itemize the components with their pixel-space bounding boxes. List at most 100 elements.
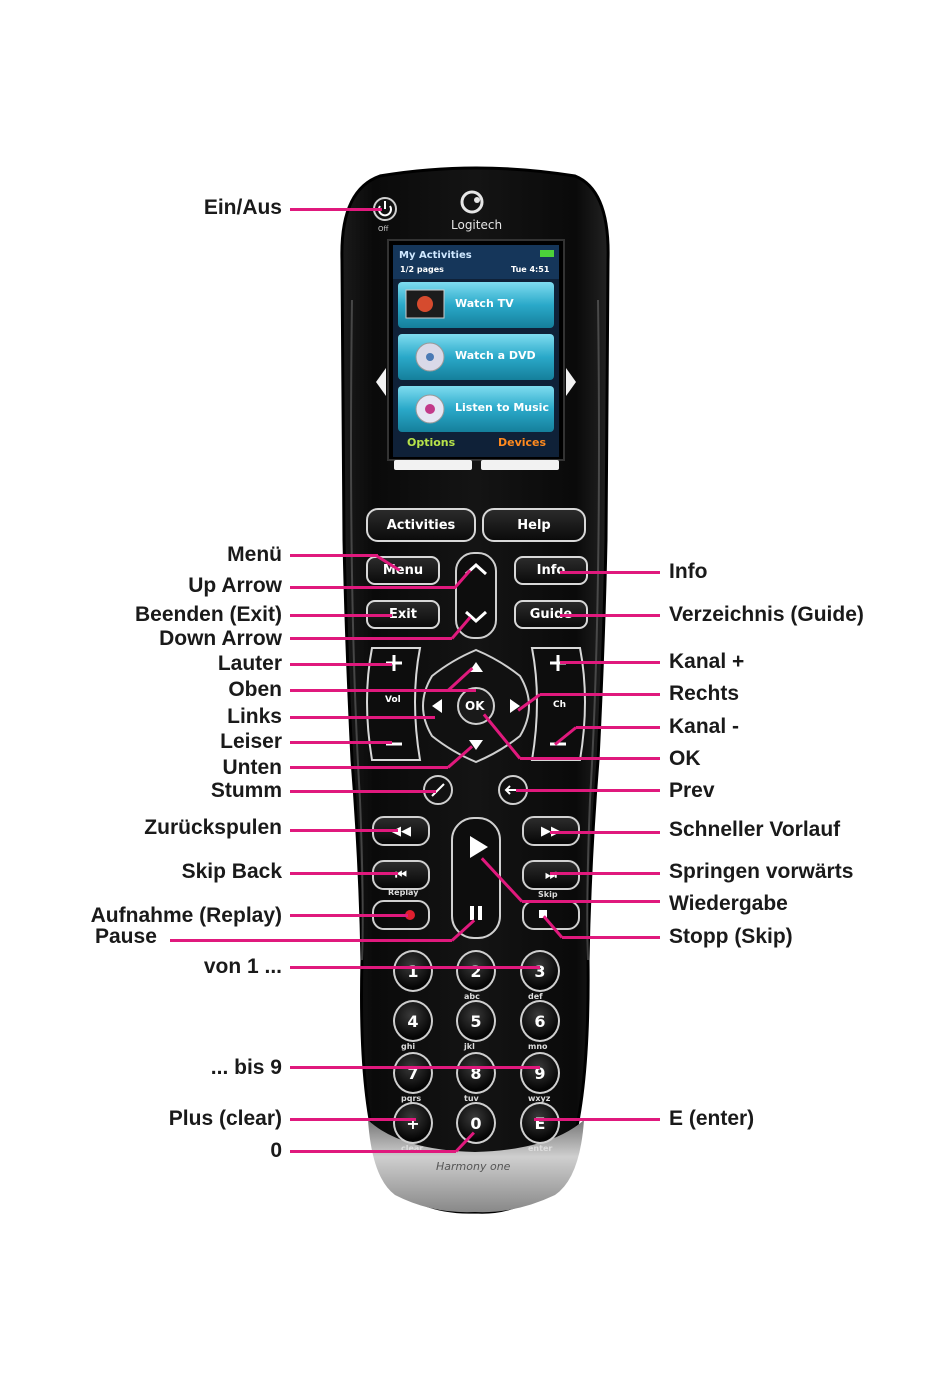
power-sub-label: Off — [378, 225, 389, 233]
screen-right-arrow — [566, 368, 576, 396]
tile-label-watch-dvd[interactable]: Watch a DVD — [455, 349, 536, 362]
key-sublabel-4: jkl — [464, 1042, 475, 1051]
label-ok: OK — [669, 747, 701, 770]
label-prev: Prev — [669, 779, 715, 802]
play-pause-rocker — [451, 817, 501, 939]
skip-back-button[interactable]: ⏮ — [372, 860, 430, 890]
key-sublabel-7: tuv — [464, 1094, 479, 1103]
label-bis-9: ... bis 9 — [210, 1056, 282, 1079]
key-8[interactable]: 9 — [520, 1052, 560, 1094]
leader-kanal-minus — [576, 726, 660, 729]
label-pause: Pause — [95, 925, 157, 948]
label-lauter: Lauter — [217, 652, 282, 675]
dpad-left-icon — [432, 699, 442, 713]
dpad-down-icon — [469, 740, 483, 750]
leader-menu — [290, 554, 378, 557]
key-2[interactable]: 3 — [520, 950, 560, 992]
label-down-arrow: Down Arrow — [159, 627, 282, 650]
key-3[interactable]: 4 — [393, 1000, 433, 1042]
brand-logo-text: Logitech — [451, 218, 503, 232]
screen-pages: 1/2 pages — [400, 265, 444, 274]
left-highlight — [350, 299, 364, 961]
label-kanal-plus: Kanal + — [669, 650, 745, 673]
label-plus-clear: Plus (clear) — [168, 1107, 282, 1130]
softkey-devices[interactable]: Devices — [498, 436, 547, 449]
leader-aufnahme — [290, 914, 408, 917]
label-links: Links — [227, 705, 282, 728]
label-stopp-skip: Stopp (Skip) — [669, 925, 793, 948]
key-sublabel-9: clear — [401, 1144, 424, 1153]
ok-label[interactable]: OK — [465, 699, 485, 713]
leader-unten — [290, 766, 448, 769]
label-up-arrow: Up Arrow — [188, 574, 282, 597]
replay-sublabel: Replay — [388, 888, 419, 897]
chrome-base — [368, 1120, 584, 1213]
label-stumm: Stumm — [210, 779, 282, 802]
key-0[interactable]: 1 — [393, 950, 433, 992]
softkey-left — [394, 460, 472, 470]
info-button[interactable]: Info — [514, 556, 588, 585]
key-sublabel-2: def — [528, 992, 543, 1001]
label-schneller-vorlauf: Schneller Vorlauf — [669, 818, 841, 841]
leader-bis-9 — [290, 1066, 540, 1069]
activities-button[interactable]: Activities — [366, 508, 476, 542]
leader-e-enter — [534, 1118, 660, 1121]
key-sublabel-6: pqrs — [401, 1094, 422, 1103]
key-5[interactable]: 6 — [520, 1000, 560, 1042]
key-11[interactable]: E — [520, 1102, 560, 1144]
key-7[interactable]: 8 — [456, 1052, 496, 1094]
leader-stopp — [562, 936, 660, 939]
skip-forward-button[interactable]: ⏭ — [522, 860, 580, 890]
record-dot — [405, 910, 415, 920]
leader-zero — [290, 1150, 456, 1153]
softkey-options[interactable]: Options — [407, 436, 456, 449]
key-1[interactable]: 2 — [456, 950, 496, 992]
label-menu: Menü — [227, 543, 282, 566]
stop-icon — [539, 910, 547, 918]
tile-label-watch-tv[interactable]: Watch TV — [455, 297, 514, 310]
leader-von-1 — [290, 966, 540, 969]
leader-prev — [516, 789, 660, 792]
mute-icon — [431, 783, 445, 797]
model-logo-text: Harmony one — [436, 1160, 511, 1173]
pause-icon-a — [470, 906, 474, 920]
battery-icon — [540, 250, 554, 257]
leader-exit — [290, 614, 392, 617]
leader-stumm — [290, 790, 436, 793]
menu-button[interactable]: Menu — [366, 556, 440, 585]
leader-springen — [550, 872, 660, 875]
key-9[interactable]: + — [393, 1102, 433, 1144]
vol-rocker — [366, 647, 422, 761]
leader-ein-aus — [290, 208, 382, 211]
leader-leiser — [290, 741, 392, 744]
label-zurueckspulen: Zurückspulen — [144, 816, 282, 839]
key-sublabel-1: abc — [464, 992, 480, 1001]
leader-kanal-plus — [560, 661, 660, 664]
softkey-right — [481, 460, 559, 470]
leader-wiedergabe — [522, 900, 660, 903]
leader-links — [290, 716, 435, 719]
label-beenden-exit: Beenden (Exit) — [134, 603, 282, 626]
leader-ok — [520, 757, 660, 760]
key-10[interactable]: 0 — [456, 1102, 496, 1144]
label-zero: 0 — [270, 1139, 282, 1162]
label-ein-aus: Ein/Aus — [203, 196, 282, 219]
label-kanal-minus: Kanal - — [669, 715, 740, 738]
key-4[interactable]: 5 — [456, 1000, 496, 1042]
label-verzeichnis-guide: Verzeichnis (Guide) — [669, 603, 864, 626]
help-button[interactable]: Help — [482, 508, 586, 542]
leader-guide — [560, 614, 660, 617]
down-arrow-icon — [464, 610, 488, 624]
label-e-enter: E (enter) — [669, 1107, 755, 1130]
tile-label-listen-music[interactable]: Listen to Music — [455, 401, 549, 414]
label-rechts: Rechts — [669, 682, 740, 705]
label-skip-back: Skip Back — [181, 860, 282, 883]
ch-label: Ch — [553, 700, 567, 710]
label-oben: Oben — [228, 678, 282, 701]
dpad-right-icon — [510, 699, 520, 713]
key-sublabel-3: ghi — [401, 1042, 416, 1051]
screen-time: Tue 4:51 — [511, 265, 550, 274]
leader-skip-back — [290, 872, 398, 875]
key-6[interactable]: 7 — [393, 1052, 433, 1094]
